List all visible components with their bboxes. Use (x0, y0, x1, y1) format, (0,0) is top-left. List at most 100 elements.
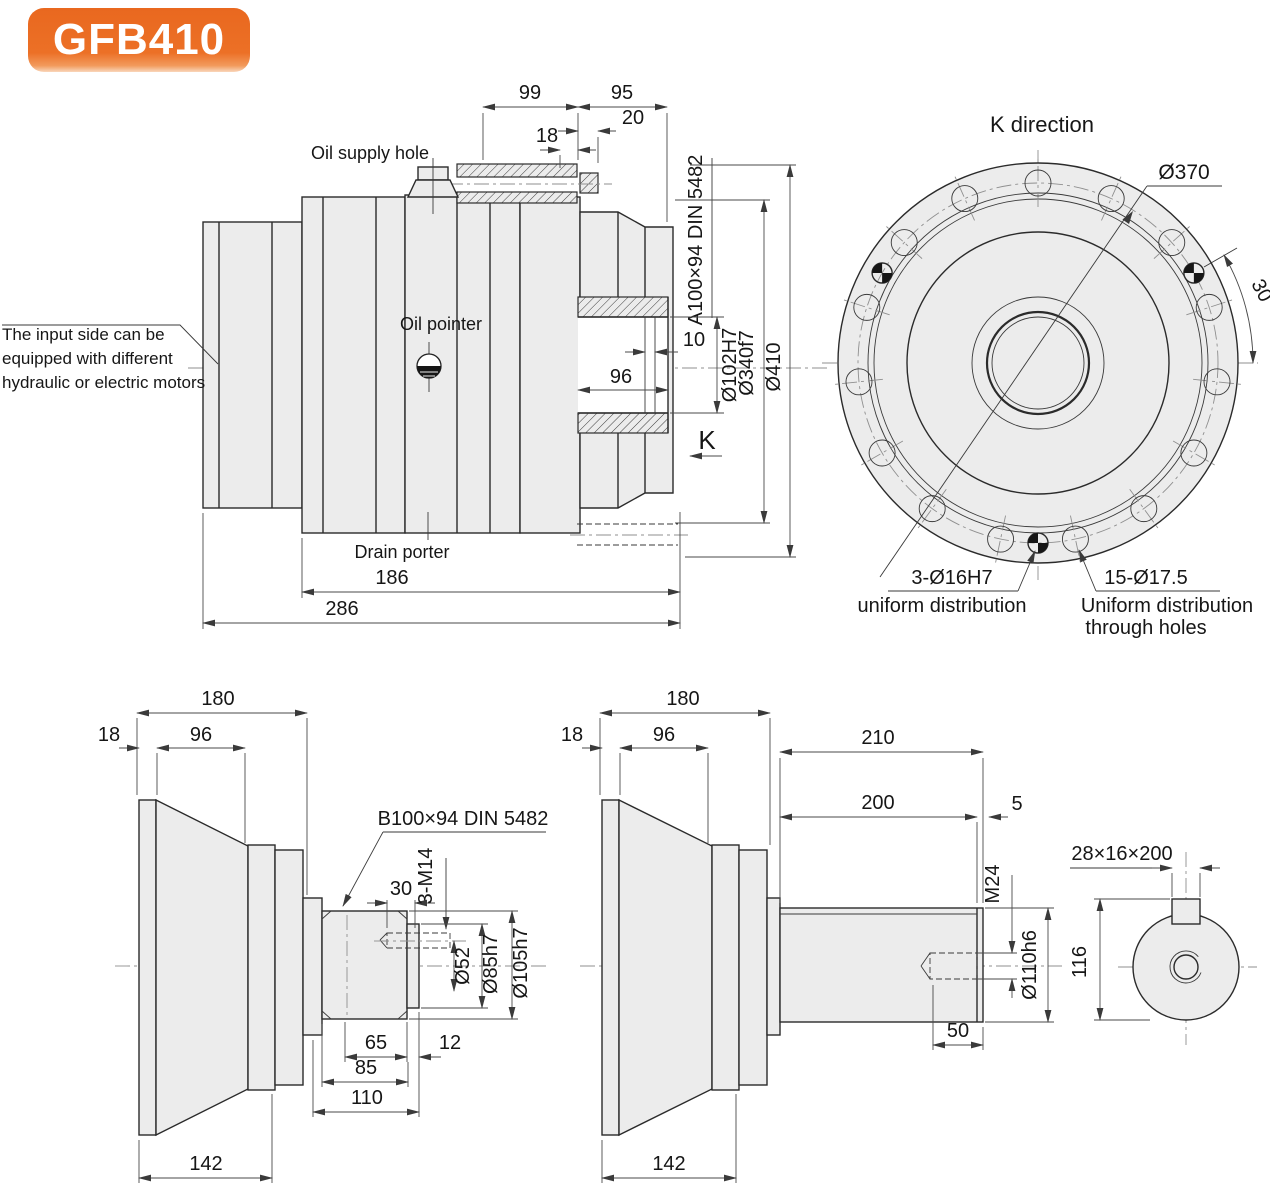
dim-m24: M24 (982, 865, 1004, 904)
shaft-end-circle (1132, 913, 1240, 1021)
through-hole (1203, 368, 1231, 396)
dim-96c: 96 (653, 724, 675, 746)
output-bore-hatch-bottom (577, 412, 669, 434)
keyed-shaft-view: 180 18 96 210 200 5 M24 (561, 688, 1062, 1183)
dim-10: 10 (683, 329, 705, 351)
k-direction-view: K direction Ø370 30° 3-Ø16H7 (822, 112, 1270, 639)
dim-52: Ø52 (452, 947, 474, 985)
pin-hole (1183, 262, 1205, 284)
dim-18c: 18 (561, 724, 583, 746)
dim-210: 210 (861, 727, 894, 749)
bolt-hole-axis (995, 515, 1007, 563)
dim-96: 96 (610, 366, 632, 388)
bolt-hole-axis (1193, 378, 1241, 385)
pin-hole (1027, 532, 1049, 554)
bolt-hole-axis (1153, 226, 1190, 259)
stud-hole (386, 932, 451, 949)
pin-hole (871, 262, 893, 284)
output-shaft (779, 907, 984, 1023)
pin-hole-fill (1028, 533, 1048, 553)
through-hole (890, 229, 918, 257)
dim-186: 186 (375, 567, 408, 589)
dim-105h7: Ø105h7 (510, 927, 532, 998)
dim-95: 95 (611, 82, 633, 104)
dim-85h7: Ø85h7 (480, 934, 502, 994)
bell-housing-2 (618, 798, 713, 1137)
through-hole (1130, 495, 1158, 523)
spline-hub-hatch-top (456, 163, 578, 178)
dim-110: 110 (351, 1087, 383, 1109)
dim-142c: 142 (652, 1153, 685, 1175)
through-hole (987, 525, 1015, 553)
dim-96b: 96 (190, 724, 212, 746)
shaft-end-view: 116 28×16×200 (1069, 843, 1257, 1045)
through-holes-callout2: Uniform distribution (1081, 595, 1253, 617)
dim-99: 99 (519, 82, 541, 104)
dim-50: 50 (947, 1020, 969, 1042)
dim-110h6: Ø110h6 (1019, 930, 1041, 1000)
through-hole (868, 439, 896, 467)
through-hole (1158, 229, 1186, 257)
dim-18: 18 (536, 125, 558, 147)
input-adapter (202, 221, 303, 509)
through-hole (1180, 439, 1208, 467)
spline-spec: A100×94 DIN 5482 (685, 155, 707, 326)
keyway (1171, 898, 1201, 925)
dim-116: 116 (1069, 946, 1091, 978)
through-hole (1061, 525, 1089, 553)
flange-outer-circle (837, 162, 1239, 564)
through-holes-callout: 15-Ø17.5 (1104, 567, 1187, 589)
dim-85: 85 (355, 1057, 377, 1079)
dim-pilot: Ø340f7 (736, 330, 758, 396)
spline-hub-hatch-bottom (456, 191, 578, 204)
output-bore-hatch-top (577, 296, 669, 318)
pin-hole-fill (872, 263, 893, 283)
dim-12: 12 (439, 1032, 461, 1054)
m24-hole (929, 952, 978, 980)
bolt-hole-axis (954, 176, 975, 221)
dim-200: 200 (861, 792, 894, 814)
dim-od: Ø410 (763, 343, 785, 392)
dim-20: 20 (622, 107, 644, 129)
through-hole (853, 293, 881, 321)
input-note-line2: equipped with different (2, 349, 173, 368)
k-arrow-label: K (698, 425, 716, 455)
dim-bolt-circle: Ø370 (1158, 161, 1209, 184)
through-hole (951, 185, 979, 213)
model-badge: GFB410 (28, 8, 250, 72)
pin-hole-fill (1183, 263, 1204, 283)
bolt-hole-axis (861, 440, 904, 466)
model-badge-label: GFB410 (52, 15, 226, 64)
through-holes-callout3: through holes (1085, 617, 1206, 639)
pin-holes-callout2: uniform distribution (858, 595, 1027, 617)
spline-spec-b: B100×94 DIN 5482 (378, 808, 549, 830)
dim-5: 5 (1011, 793, 1022, 815)
bolt-hole-axis (917, 488, 947, 529)
stud-callout: 3-M14 (415, 848, 437, 905)
spline-hub-cap (579, 172, 599, 194)
dim-65: 65 (365, 1032, 387, 1054)
dim-bore: Ø102H7 (719, 328, 741, 403)
bolt-hole-axis (835, 378, 883, 385)
bolt-circle (857, 182, 1219, 544)
main-section-view: 99 95 20 18 A100×94 DIN 5482 Ø102H7 Ø340… (2, 82, 828, 629)
bolt-hole-axis (843, 299, 890, 316)
through-hole (918, 495, 946, 523)
pin-holes-callout: 3-Ø16H7 (911, 567, 992, 589)
through-hole (1195, 293, 1223, 321)
through-hole (1097, 185, 1125, 213)
key-spec: 28×16×200 (1071, 843, 1172, 865)
dim-18b: 18 (98, 724, 120, 746)
splined-shaft-view: B100×94 DIN 5482 30 3-M14 Ø52 Ø85h7 Ø105… (98, 688, 548, 1183)
oil-supply-label: Oil supply hole (311, 143, 429, 163)
input-note-line1: The input side can be (2, 325, 165, 344)
through-hole (845, 368, 873, 396)
through-hole (1024, 169, 1052, 197)
dim-286: 286 (325, 598, 358, 620)
bolt-hole-axis (1172, 440, 1215, 466)
k-view-title: K direction (990, 112, 1094, 137)
dim-30: 30 (390, 878, 412, 900)
spline-hub (321, 910, 408, 1020)
oil-pointer-icon (416, 342, 442, 392)
